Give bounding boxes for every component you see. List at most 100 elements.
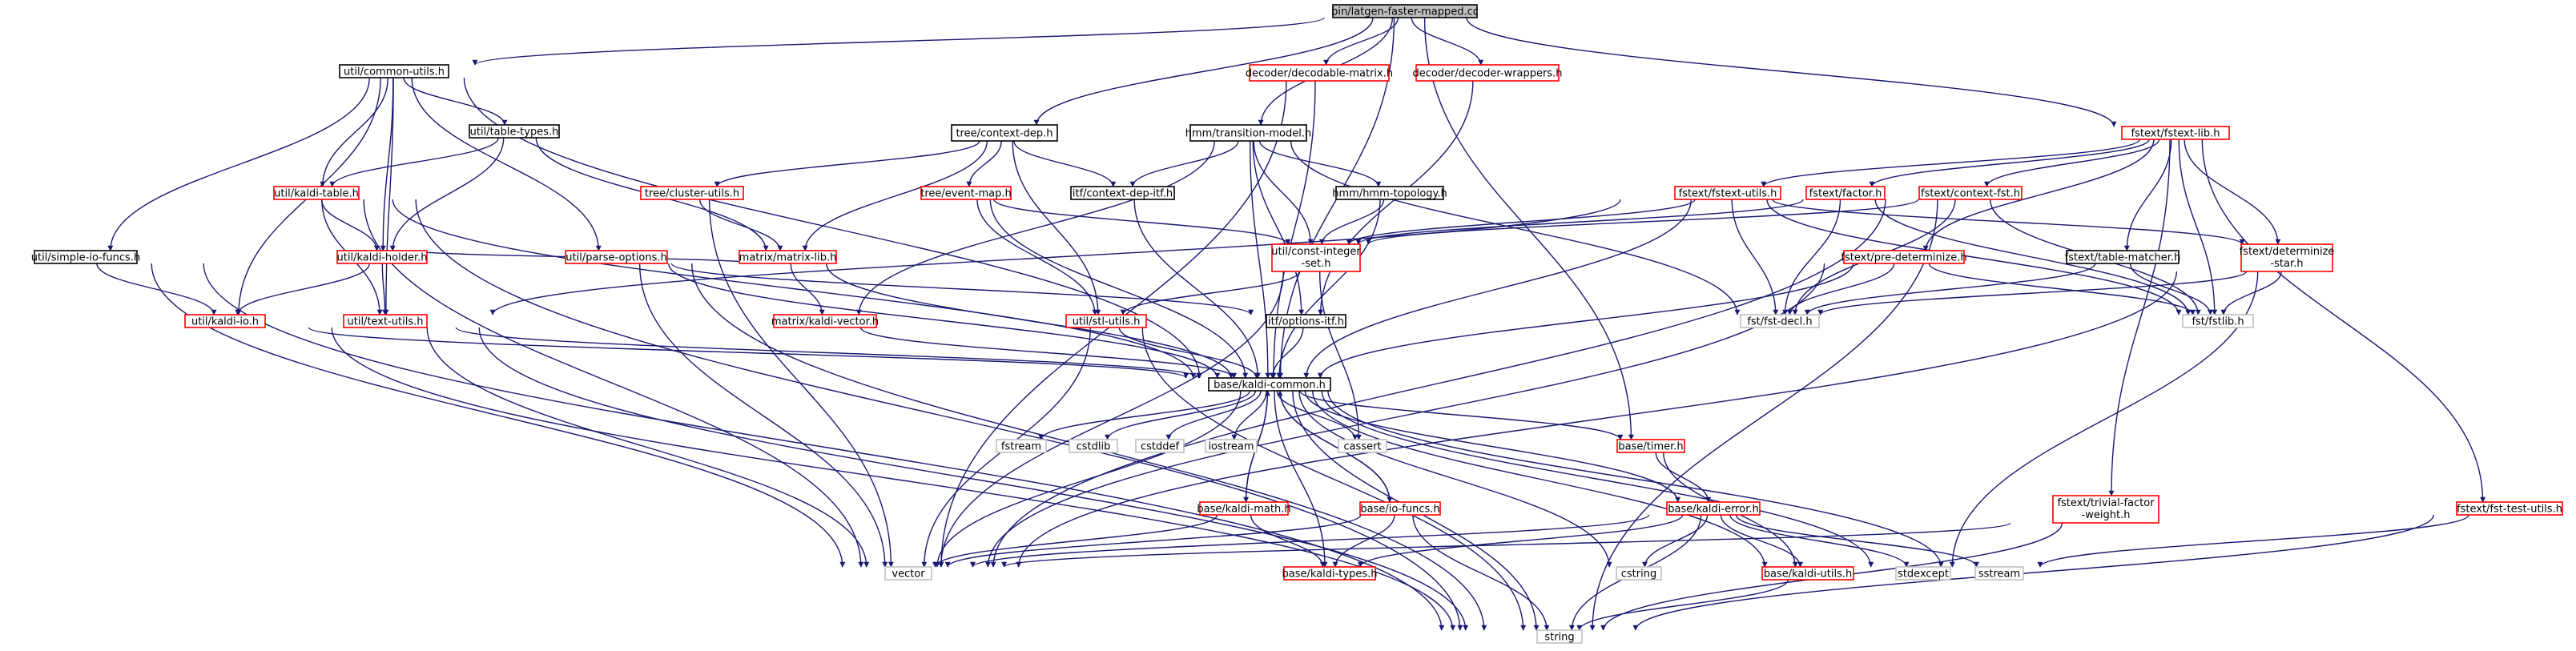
node-itf-context-dep-itf-h[interactable]: itf/context-dep-itf.h <box>1070 186 1175 200</box>
node-box <box>1415 64 1560 82</box>
edge-base-kaldi-math-h-to-base-kaldi-types-h <box>1250 514 1326 568</box>
node-fstext-fstext-lib-h[interactable]: fstext/fstext-lib.h <box>2121 126 2230 140</box>
node-box <box>2240 243 2333 272</box>
node-label: sstream <box>1978 569 2020 581</box>
edge-fstext-determinize-star-h-to-fst-fstlib-h <box>2220 271 2282 315</box>
node-util-const-integer-set-h[interactable]: util/const-integer-set.h <box>1271 243 1361 272</box>
node-box <box>34 250 138 264</box>
node-label: hmm/hmm-topology.h <box>1332 188 1447 200</box>
node-box <box>2121 126 2230 140</box>
node-label: base/kaldi-utils.h <box>1764 569 1853 581</box>
node-util-kaldi-io-h[interactable]: util/kaldi-io.h <box>184 314 266 328</box>
node-label: decoder/decoder-wrappers.h <box>1412 68 1562 80</box>
node-fstext-determinize-star-h[interactable]: fstext/determinize-star.h <box>2240 243 2335 272</box>
edge-util-text-utils-h-to-vector <box>426 327 870 568</box>
edge-tree-cluster-utils-h-to-vector <box>708 199 894 568</box>
node-label: base/kaldi-types.h <box>1282 569 1378 581</box>
edge-base-kaldi-common-h-to-base-kaldi-types-h <box>1274 390 1328 568</box>
node-decoder-decodable-matrix-h[interactable]: decoder/decodable-matrix.h <box>1246 64 1393 82</box>
edge-fstext-fst-test-utils-h-to-sstream <box>2037 514 2469 568</box>
node-label: matrix/matrix-lib.h <box>739 252 837 264</box>
edge-matrix-matrix-lib-h-to-base-kaldi-common-h <box>825 263 1234 379</box>
node-tree-cluster-utils-h[interactable]: tree/cluster-utils.h <box>640 186 744 200</box>
node-util-simple-io-funcs-h[interactable]: util/simple-io-funcs.h <box>31 250 140 264</box>
node-label: fstext/context-fst.h <box>1921 188 2020 200</box>
edge-fstext-table-matcher-h-to-fst-fst-decl-h <box>1804 263 2096 315</box>
node-label: fstext/determinize-star.h <box>2240 246 2335 270</box>
node-label: base/timer.h <box>1618 441 1683 453</box>
edge-matrix-kaldi-vector-h-to-base-kaldi-common-h <box>859 327 1237 379</box>
node-base-io-funcs-h[interactable]: base/io-funcs.h <box>1359 501 1441 516</box>
node-label: cstddef <box>1141 441 1180 453</box>
edge-tree-cluster-utils-h-to-matrix-matrix-lib-h <box>698 199 783 251</box>
edge-itf-options-itf-h-to-base-kaldi-common-h <box>1270 327 1304 379</box>
node-fstext-table-matcher-h[interactable]: fstext/table-matcher.h <box>2065 250 2181 264</box>
edge-base-kaldi-error-h-to-base-kaldi-utils-h <box>1720 514 1804 568</box>
edge-util-stl-utils-h-to-base-kaldi-common-h <box>1118 327 1260 379</box>
node-base-kaldi-error-h[interactable]: base/kaldi-error.h <box>1666 501 1761 516</box>
edge-hmm-transition-model-h-to-matrix-kaldi-vector-h <box>855 140 1215 315</box>
node-box <box>1616 566 1662 581</box>
node-util-kaldi-holder-h[interactable]: util/kaldi-holder.h <box>336 250 428 264</box>
node-box <box>2182 314 2254 328</box>
node-util-table-types-h[interactable]: util/table-types.h <box>469 124 560 139</box>
node-base-kaldi-common-h[interactable]: base/kaldi-common.h <box>1208 377 1331 392</box>
node-base-kaldi-utils-h[interactable]: base/kaldi-utils.h <box>1761 566 1854 581</box>
node-box <box>184 314 266 328</box>
edge-util-stl-utils-h-to-string <box>1141 327 1527 631</box>
node-fstext-fstext-utils-h[interactable]: fstext/fstext-utils.h <box>1674 186 1781 200</box>
edge-base-io-funcs-h-to-string <box>1412 514 1550 631</box>
node-label: string <box>1544 632 1574 644</box>
node-label: itf/options-itf.h <box>1268 316 1344 328</box>
node-label: hmm/transition-model.h <box>1185 128 1311 140</box>
node-tree-event-map-h[interactable]: tree/event-map.h <box>920 186 1012 200</box>
edge-util-common-utils-h-to-util-simple-io-funcs-h <box>107 77 370 251</box>
edge-fstext-fstext-utils-h-to-fstext-determinize-star-h <box>1772 199 2245 245</box>
node-base-kaldi-types-h[interactable]: base/kaldi-types.h <box>1282 566 1378 581</box>
node-box <box>739 250 837 264</box>
node-hmm-hmm-topology-h[interactable]: hmm/hmm-topology.h <box>1332 186 1447 200</box>
edge-fstext-pre-determinize-h-to-fst-fstlib-h <box>1928 263 2196 315</box>
node-util-kaldi-table-h[interactable]: util/kaldi-table.h <box>273 186 360 200</box>
node-fstext-pre-determinize-h[interactable]: fstext/pre-determinize.h <box>1841 250 1967 264</box>
edge-hmm-transition-model-h-to-itf-context-dep-itf-h <box>1129 140 1239 187</box>
edge-fstext-pre-determinize-h-to-base-kaldi-common-h <box>1317 263 1854 379</box>
node-box <box>1805 186 1886 200</box>
edge-fstext-context-fst-h-to-vector <box>990 199 1886 568</box>
edge-base-kaldi-common-h-to-cstdlib <box>1105 390 1257 440</box>
node-box <box>1283 566 1376 581</box>
node-label: stdexcept <box>1898 569 1949 581</box>
node-box <box>920 186 1012 200</box>
node-box <box>1918 186 2023 200</box>
node-hmm-transition-model-h[interactable]: hmm/transition-model.h <box>1185 124 1311 142</box>
node-matrix-matrix-lib-h[interactable]: matrix/matrix-lib.h <box>739 250 837 264</box>
node-label: cstring <box>1621 569 1656 581</box>
edge-fstext-fstext-lib-h-to-fst-fstlib-h <box>2178 139 2218 315</box>
edge-util-kaldi-table-h-to-vector <box>363 199 864 568</box>
node-base-kaldi-math-h[interactable]: base/kaldi-math.h <box>1197 501 1291 516</box>
node-fstext-factor-h[interactable]: fstext/factor.h <box>1805 186 1886 200</box>
node-base-timer-h[interactable]: base/timer.h <box>1616 439 1685 453</box>
node-vector: vector <box>884 566 932 581</box>
node-matrix-kaldi-vector-h[interactable]: matrix/kaldi-vector.h <box>771 314 879 328</box>
node-util-stl-utils-h[interactable]: util/stl-utils.h <box>1065 314 1147 328</box>
node-decoder-decoder-wrappers-h[interactable]: decoder/decoder-wrappers.h <box>1412 64 1563 82</box>
node-itf-options-itf-h[interactable]: itf/options-itf.h <box>1266 314 1346 328</box>
node-util-common-utils-h[interactable]: util/common-utils.h <box>339 64 449 78</box>
edge-fstext-fstext-utils-h-to-util-const-integer-set-h <box>1346 199 1696 245</box>
node-label: util/const-integer-set.h <box>1271 246 1361 270</box>
node-box <box>565 250 668 264</box>
node-box <box>1199 501 1289 516</box>
node-label: fst/fstlib.h <box>2192 316 2244 328</box>
node-tree-context-dep-h[interactable]: tree/context-dep.h <box>951 124 1058 142</box>
node-label: util/stl-utils.h <box>1073 316 1141 328</box>
node-fstext-trivial-factor-weight-h[interactable]: fstext/trivial-factor-weight.h <box>2052 495 2159 524</box>
node-label: util/common-utils.h <box>344 66 445 78</box>
node-util-parse-options-h[interactable]: util/parse-options.h <box>565 250 668 264</box>
node-fstext-context-fst-h[interactable]: fstext/context-fst.h <box>1918 186 2023 200</box>
node-util-text-utils-h[interactable]: util/text-utils.h <box>343 314 428 328</box>
edge-util-table-types-h-to-util-kaldi-holder-h <box>389 137 505 251</box>
edge-hmm-transition-model-h-to-util-const-integer-set-h <box>1253 140 1314 245</box>
node-cassert: cassert <box>1338 439 1387 453</box>
node-fstext-fst-test-utils-h[interactable]: fstext/fst-test-utils.h <box>2456 501 2563 516</box>
